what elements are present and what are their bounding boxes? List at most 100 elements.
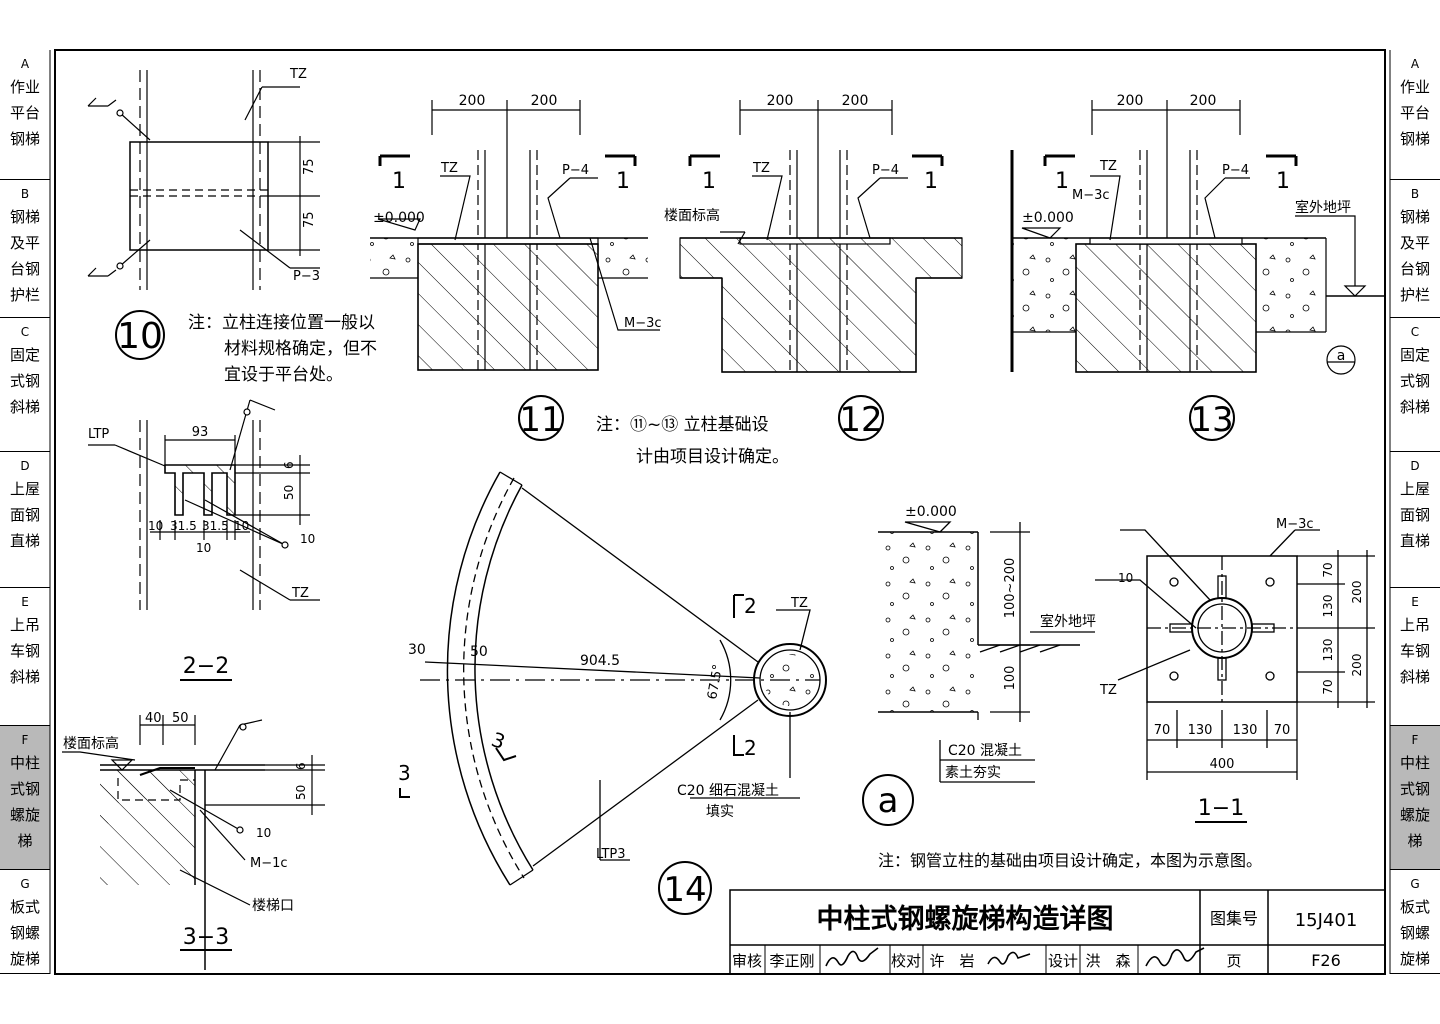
d22-dim-4: 10 bbox=[234, 519, 249, 533]
d13-dim-left: 200 bbox=[1117, 93, 1144, 109]
sidebar-tab-label-line: 斜梯 bbox=[1399, 668, 1430, 686]
sidebar-tab-label-line: 固定 bbox=[1399, 346, 1430, 364]
d14-number: 14 bbox=[663, 870, 706, 910]
d11sec-weld: 10 bbox=[1118, 571, 1133, 585]
sidebar-tab-label-line: 式钢 bbox=[9, 372, 40, 390]
d22-dim-2: 31.5 bbox=[170, 519, 197, 533]
sidebar-tab-label-line: 上吊 bbox=[1399, 616, 1430, 634]
d33-floor-level: 楼面标高 bbox=[63, 735, 119, 752]
atlas-label: 图集号 bbox=[1210, 909, 1258, 928]
d11sec-h130-top: 130 bbox=[1321, 595, 1335, 618]
d33-stair-opening: 楼梯口 bbox=[252, 898, 294, 914]
detail-3-3 bbox=[62, 715, 325, 970]
sidebar-tab-letter: C bbox=[1410, 325, 1420, 339]
sidebar-tab-label-line: 面钢 bbox=[9, 506, 40, 524]
sidebar-tab-label-line: 式钢 bbox=[9, 780, 40, 798]
d14-radius: 904.5 bbox=[580, 653, 620, 669]
d33-title: 3−3 bbox=[183, 925, 229, 950]
sidebar-tab-label-line: 护栏 bbox=[1399, 286, 1430, 304]
d10-note-2: 材料规格确定，但不 bbox=[224, 339, 377, 359]
sidebar-tab-label-line: 直梯 bbox=[1399, 532, 1430, 550]
d14-ltp3: LTP3 bbox=[596, 847, 626, 862]
sidebar-tab-letter: G bbox=[20, 877, 30, 891]
d14-d50: 50 bbox=[470, 644, 488, 660]
sidebar-tab-label-line: 板式 bbox=[1399, 898, 1430, 916]
sidebar-tab-letter: B bbox=[20, 187, 30, 201]
da-d1: 100~200 bbox=[1003, 558, 1018, 619]
d11-13-note-2: 计由项目设计确定。 bbox=[636, 447, 789, 467]
d22-dim-1: 10 bbox=[148, 519, 163, 533]
d12-tz: TZ bbox=[752, 161, 770, 176]
sidebar-tab-label-line: 上吊 bbox=[9, 616, 40, 634]
sidebar-tab-label-line: 梯 bbox=[1407, 832, 1423, 850]
d33-w50: 50 bbox=[172, 711, 189, 726]
d13-ref-a: a bbox=[1337, 348, 1346, 364]
sidebar-tab-label-line: 护栏 bbox=[9, 286, 40, 304]
sidebar-tab-label-line: 中柱 bbox=[9, 754, 40, 772]
da-material-2: 素土夯实 bbox=[945, 765, 1001, 781]
sidebar-tab-label-line: 钢梯 bbox=[1399, 130, 1430, 148]
sidebar-tab-letter: G bbox=[1410, 877, 1420, 891]
d11sec-w70-left: 70 bbox=[1154, 723, 1171, 738]
sidebar-tab-label-line: 螺旋 bbox=[1399, 806, 1430, 824]
d11-dim-left: 200 bbox=[459, 93, 486, 109]
d11sec-h200-bottom: 200 bbox=[1350, 654, 1364, 677]
d11-sec-left: 1 bbox=[392, 169, 406, 194]
d11sec-w70-right: 70 bbox=[1274, 723, 1291, 738]
d12-dim-right: 200 bbox=[842, 93, 869, 109]
design-label: 设计 bbox=[1048, 952, 1078, 970]
sidebar-tab-label-line: 平台 bbox=[9, 104, 40, 122]
d11-sec-right: 1 bbox=[616, 169, 630, 194]
sidebar-tab-label-line: 旋梯 bbox=[9, 950, 40, 968]
d13-p4: P−4 bbox=[1222, 163, 1249, 178]
da-d2: 100 bbox=[1003, 666, 1018, 691]
sidebar-tab-letter: A bbox=[1410, 57, 1420, 71]
sidebar-tab-label-line: 斜梯 bbox=[9, 398, 40, 416]
d13-m3c: M−3c bbox=[1072, 188, 1110, 203]
d13-outdoor: 室外地坪 bbox=[1295, 199, 1351, 216]
d11sec-h70-bottom: 70 bbox=[1321, 679, 1335, 694]
title-block bbox=[729, 889, 1386, 975]
d14-sec2-top: 2 bbox=[744, 594, 757, 618]
d10-dim1: 75 bbox=[302, 158, 317, 175]
d10-dim2: 75 bbox=[302, 211, 317, 228]
sheet-frame bbox=[54, 49, 1386, 975]
d11sec-w400: 400 bbox=[1210, 757, 1235, 772]
d11sec-h200-top: 200 bbox=[1350, 581, 1364, 604]
sidebar-tab-label-line: 车钢 bbox=[1399, 642, 1430, 660]
d11sec-w130-right: 130 bbox=[1233, 723, 1258, 738]
d11sec-h130-bottom: 130 bbox=[1321, 639, 1335, 662]
sidebar-tab-label-line: 及平 bbox=[1399, 234, 1430, 252]
sidebar-tab-label-line: 作业 bbox=[9, 78, 40, 96]
sidebar-tab-label-line: 钢梯 bbox=[9, 208, 40, 226]
detail-1-1 bbox=[1095, 529, 1375, 823]
d10-tz: TZ bbox=[289, 67, 307, 82]
d12-p4: P−4 bbox=[872, 163, 899, 178]
detail-14 bbox=[399, 471, 827, 915]
sidebar-tab-label-line: 梯 bbox=[17, 832, 33, 850]
d12-sec-right: 1 bbox=[924, 169, 938, 194]
d11-tz: TZ bbox=[440, 161, 458, 176]
d13-sec-right: 1 bbox=[1276, 169, 1290, 194]
d22-w10: 10 bbox=[196, 541, 211, 555]
d11-m3c: M−3c bbox=[624, 316, 662, 331]
d10-note-3: 宜设于平台处。 bbox=[224, 365, 343, 385]
d11sec-w130-left: 130 bbox=[1188, 723, 1213, 738]
